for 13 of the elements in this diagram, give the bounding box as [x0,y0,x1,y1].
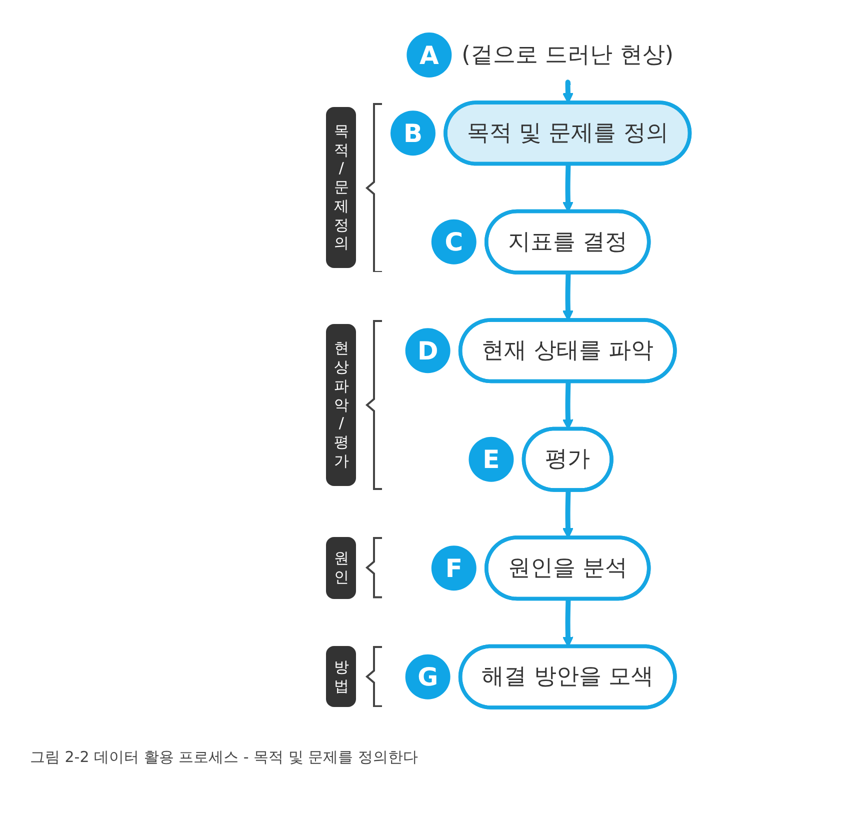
group-label: 현상파악/평가 [326,324,356,486]
group-label: 원인 [326,537,356,599]
letter-badge: A [406,32,452,78]
letter-badge: E [468,436,514,482]
node-text: (겉으로 드러난 현상) [462,42,674,68]
letter-badge: F [431,546,476,591]
figure-caption: 그림 2-2 데이터 활용 프로세스 - 목적 및 문제를 정의한다 [30,748,418,767]
letter-badge: G [405,654,450,700]
group-label: 목적/문제정의 [326,106,356,268]
letter-badge: B [390,110,436,156]
letter-badge: C [431,219,476,264]
group-label: 방법 [326,646,356,708]
letter-badge: D [405,328,450,374]
